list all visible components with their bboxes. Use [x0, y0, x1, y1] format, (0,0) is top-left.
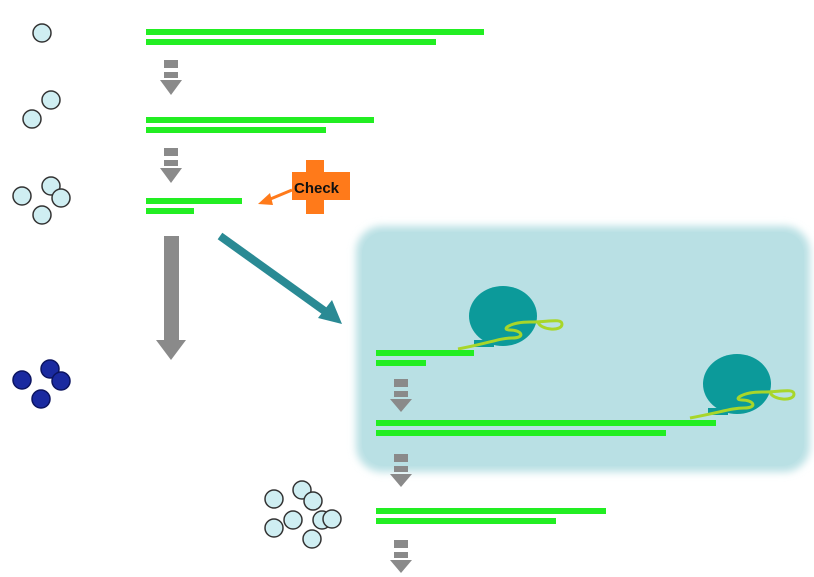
peptide-chain-1 — [457, 319, 564, 351]
check-label: Check — [294, 180, 340, 197]
molecule-group-1 — [32, 23, 52, 43]
strand-pair-2 — [146, 117, 374, 133]
molecule-group-3 — [12, 176, 71, 225]
strand-pair-3 — [146, 198, 242, 214]
dashed-arrow-4 — [390, 454, 412, 487]
strand-pair-5 — [376, 420, 716, 436]
dashed-arrow-3 — [390, 379, 412, 412]
highlight-panel — [356, 226, 810, 472]
check-marker: Check — [292, 160, 350, 214]
dashed-arrow-5 — [390, 540, 412, 573]
strand-pair-6 — [376, 508, 606, 524]
long-gray-arrow — [156, 236, 186, 360]
strand-pair-1 — [146, 29, 484, 45]
peptide-chain-2 — [689, 389, 796, 420]
check-arrow — [258, 188, 293, 205]
dark-molecule-group — [12, 359, 71, 409]
strand-pair-4 — [376, 350, 474, 366]
teal-diagonal-arrow — [217, 232, 342, 324]
molecule-group-large — [264, 480, 342, 549]
dashed-arrow-1 — [160, 60, 182, 95]
dashed-arrow-2 — [160, 148, 182, 183]
molecule-group-2 — [22, 90, 61, 129]
